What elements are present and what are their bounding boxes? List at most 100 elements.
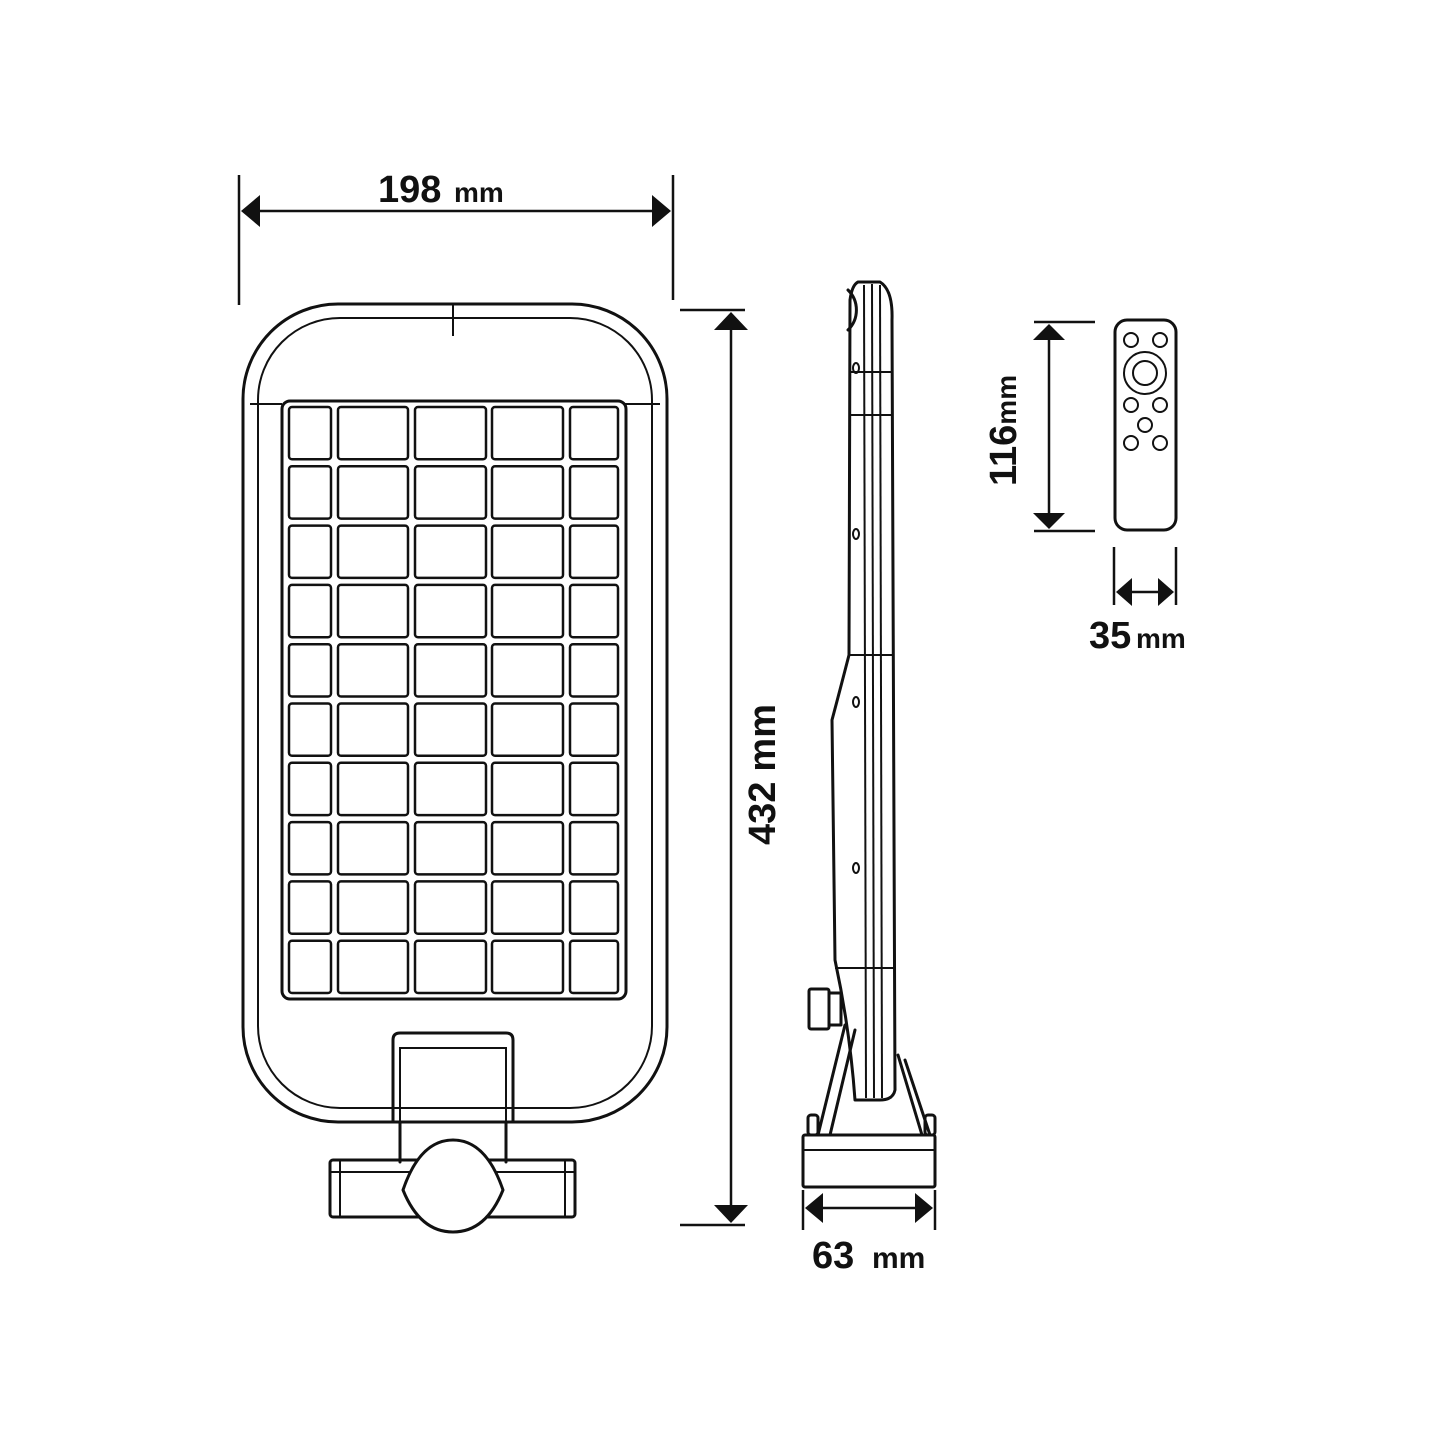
solar-cell (287, 880, 333, 935)
solar-panel-frame (280, 399, 628, 1001)
remote-button (1123, 435, 1139, 451)
remote-button (1152, 397, 1168, 413)
lamp-body-outline (241, 302, 669, 1124)
solar-cell (287, 405, 333, 461)
arrow-up-icon (714, 312, 748, 330)
width-value: 198 (378, 169, 441, 211)
stand-legs (816, 1023, 932, 1137)
profile-line (879, 284, 883, 1099)
solar-cell (568, 524, 620, 580)
base-tab (806, 1113, 820, 1137)
height-value: 432 (742, 782, 784, 845)
remote-button (1152, 435, 1168, 451)
solar-cell (336, 702, 410, 758)
width-unit: mm (454, 177, 504, 208)
adjust-knob (807, 987, 831, 1031)
solar-cell (336, 761, 410, 817)
solar-cell (336, 465, 410, 520)
profile-line (863, 284, 867, 1099)
arrow-left-icon (805, 1193, 823, 1223)
remote-dpad (1123, 351, 1167, 395)
solar-cell (287, 820, 333, 876)
solar-cell (413, 583, 488, 639)
solar-cell (287, 939, 333, 995)
arrow-left-icon (1116, 578, 1132, 606)
solar-cell (413, 405, 488, 461)
remote-height-dimension: 116mm (983, 320, 1095, 533)
solar-cell (568, 583, 620, 639)
stand-base (801, 1133, 937, 1189)
solar-cell (336, 583, 410, 639)
solar-cell (490, 880, 565, 935)
height-label: 432 mm (742, 704, 784, 845)
width-dimension: 198 mm (237, 169, 675, 305)
profile-line (871, 283, 875, 1099)
screw-hole (852, 862, 860, 874)
solar-cell (287, 524, 333, 580)
solar-cell (413, 880, 488, 935)
solar-cell (568, 702, 620, 758)
solar-cell (490, 642, 565, 698)
remote-button (1123, 332, 1139, 348)
solar-cell (490, 761, 565, 817)
arrow-right-icon (1158, 578, 1174, 606)
screw-hole (852, 696, 860, 708)
solar-cell (413, 761, 488, 817)
front-view (241, 302, 669, 1234)
solar-cell (287, 465, 333, 520)
arrow-down-icon (714, 1205, 748, 1223)
knob-collar (827, 991, 843, 1027)
remote-width-unit: mm (1136, 623, 1186, 654)
solar-cell (336, 642, 410, 698)
remote-button (1123, 397, 1139, 413)
solar-cell (490, 405, 565, 461)
depth-value: 63 (812, 1235, 854, 1277)
solar-cell (568, 465, 620, 520)
arrow-down-icon (1033, 513, 1065, 529)
side-profile (830, 280, 897, 1102)
arrow-up-icon (1033, 324, 1065, 340)
solar-cell (413, 939, 488, 995)
solar-cell (568, 939, 620, 995)
solar-cell (336, 405, 410, 461)
solar-cell (490, 465, 565, 520)
screw-hole (852, 528, 860, 540)
solar-cell (568, 820, 620, 876)
screw-hole (852, 362, 860, 374)
remote-button (1137, 417, 1153, 433)
solar-cell (287, 642, 333, 698)
solar-cell (413, 524, 488, 580)
solar-cell (287, 761, 333, 817)
solar-cell (287, 702, 333, 758)
solar-cell (568, 761, 620, 817)
height-unit: mm (742, 704, 784, 772)
solar-cell (336, 880, 410, 935)
solar-cell (413, 702, 488, 758)
arrow-right-icon (652, 195, 671, 227)
depth-dimension: 63 mm (801, 1190, 937, 1277)
depth-unit: mm (872, 1242, 925, 1275)
solar-cell (413, 642, 488, 698)
remote-height-label: 116mm (983, 375, 1025, 486)
solar-cell (336, 820, 410, 876)
solar-cell (490, 939, 565, 995)
remote-center-button (1132, 360, 1158, 386)
solar-cell (413, 465, 488, 520)
solar-cell (287, 583, 333, 639)
solar-cell (336, 524, 410, 580)
mount-bracket (391, 1031, 515, 1124)
solar-cell (568, 880, 620, 935)
remote-height-unit: mm (991, 375, 1022, 425)
remote-width-dimension: 35 mm (1089, 547, 1186, 657)
solar-cell (336, 939, 410, 995)
solar-cell (490, 820, 565, 876)
remote-control (1113, 318, 1178, 532)
solar-cell (490, 524, 565, 580)
solar-cell (490, 702, 565, 758)
arrow-right-icon (915, 1193, 933, 1223)
lamp-body-inner (257, 317, 653, 1109)
remote-button (1152, 332, 1168, 348)
solar-cell (413, 820, 488, 876)
